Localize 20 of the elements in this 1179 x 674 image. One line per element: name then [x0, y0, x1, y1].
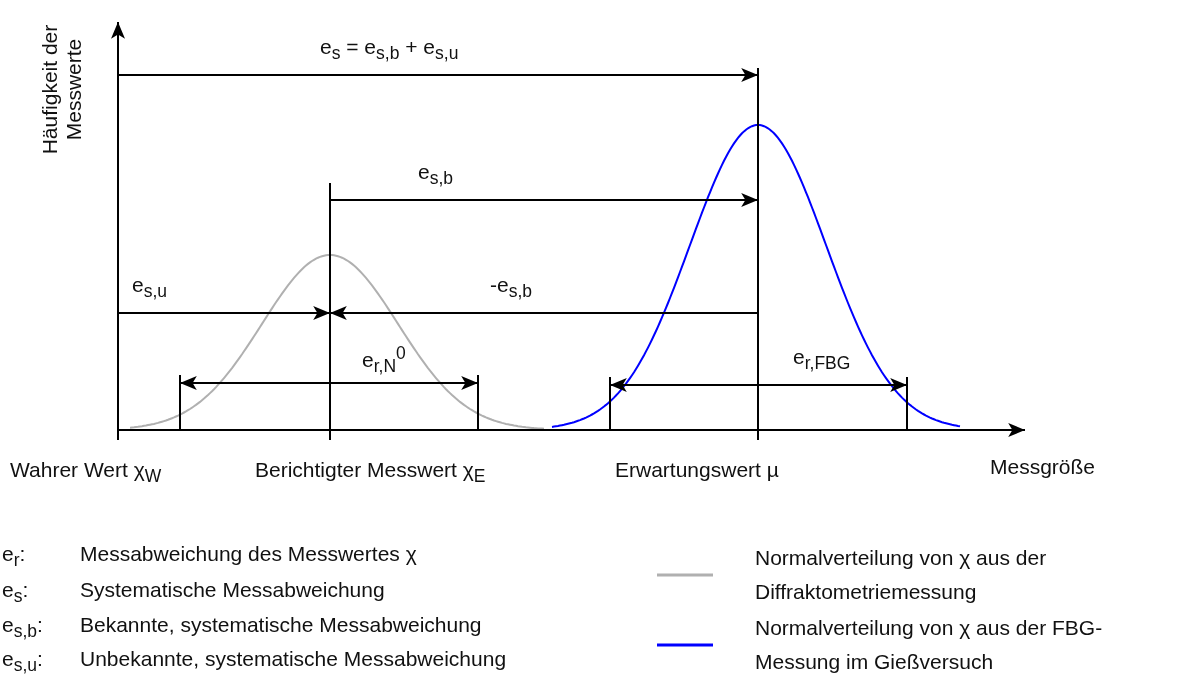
dimension-label: e$_{s,u}$	[132, 273, 168, 302]
symbol-label: e$_{s}$:	[2, 578, 29, 607]
axis-title: Messgröße	[990, 455, 1096, 480]
axis-title: Häufigkeit der Messwerte	[38, 23, 87, 157]
symbol-label: e$_{r}$:	[2, 542, 26, 571]
dimension-label: e$_{r,FBG}$	[793, 345, 851, 374]
dimension-label: -e$_{s,b}$	[490, 273, 533, 302]
tick-label: Wahrer Wert χ$_{W}$	[10, 458, 162, 487]
legend-text: Normalverteilung von χ aus der FBG-Messung im Gießversuch	[755, 615, 1104, 674]
definition-text: Messabweichung des Messwertes χ	[80, 542, 417, 567]
symbol-label: e$_{s,b}$:	[2, 613, 43, 642]
definition-text: Systematische Messabweichung	[80, 578, 385, 603]
tick-label: Erwartungswert µ	[615, 458, 779, 483]
tick-label: Berichtigter Messwert χ$_{E}$	[255, 458, 486, 487]
dimension-label: e$_{s}$ = e$_{s,b}$ + e$_{s,u}$	[320, 35, 459, 64]
definition-text: Bekannte, systematische Messabweichung	[80, 613, 482, 638]
definition-text: Unbekannte, systematische Messabweichung	[80, 647, 507, 672]
symbol-label: e$_{s,u}$:	[2, 647, 43, 674]
dimension-label: e$_{s,b}$	[418, 160, 454, 189]
legend-text: Normalverteilung von χ aus der Diffraktometriemessung	[755, 545, 1048, 605]
